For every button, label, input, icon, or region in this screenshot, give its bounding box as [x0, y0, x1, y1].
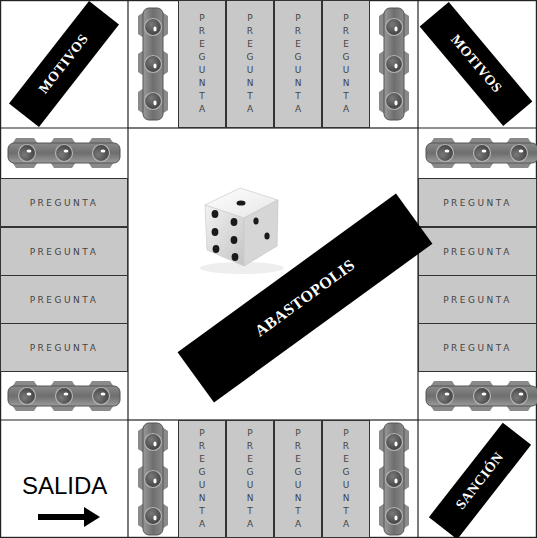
question-square: PREGUNTA	[226, 420, 274, 538]
question-square: PREGUNTA	[226, 0, 274, 128]
start-label: SALIDA	[22, 472, 107, 500]
black-banner: MOTIVOS	[9, 1, 119, 127]
question-square: PREGUNTA	[0, 227, 128, 276]
question-square: PREGUNTA	[418, 275, 537, 324]
black-banner: SANCIÓN	[429, 423, 531, 538]
question-square: PREGUNTA	[418, 323, 537, 372]
question-text: PREGUNTA	[294, 12, 303, 116]
question-text: PREGUNTA	[294, 427, 303, 531]
question-text: PREGUNTA	[246, 427, 255, 531]
question-text: PREGUNTA	[30, 295, 99, 305]
banner-text: SANCIÓN	[453, 449, 508, 512]
question-square: PREGUNTA	[0, 323, 128, 372]
question-text: PREGUNTA	[342, 427, 351, 531]
question-square: PREGUNTA	[418, 227, 537, 276]
start-arrow	[38, 507, 100, 527]
question-square: PREGUNTA	[322, 0, 370, 128]
question-text: PREGUNTA	[443, 198, 512, 208]
dice-illustration	[200, 188, 284, 274]
black-banner: MOTIVOS	[420, 2, 533, 126]
question-text: PREGUNTA	[198, 427, 207, 531]
question-text: PREGUNTA	[246, 12, 255, 116]
question-square: PREGUNTA	[0, 178, 128, 227]
banner-text: MOTIVOS	[36, 31, 92, 97]
question-square: PREGUNTA	[0, 275, 128, 324]
question-text: PREGUNTA	[443, 343, 512, 353]
question-square: PREGUNTA	[418, 178, 537, 227]
question-text: PREGUNTA	[30, 198, 99, 208]
question-text: PREGUNTA	[443, 295, 512, 305]
question-square: PREGUNTA	[322, 420, 370, 538]
question-square: PREGUNTA	[178, 420, 226, 538]
banner-text: MOTIVOS	[447, 32, 505, 97]
question-text: PREGUNTA	[30, 343, 99, 353]
question-text: PREGUNTA	[342, 12, 351, 116]
question-text: PREGUNTA	[30, 247, 99, 257]
question-square: PREGUNTA	[274, 0, 322, 128]
question-text: PREGUNTA	[198, 12, 207, 116]
question-square: PREGUNTA	[274, 420, 322, 538]
question-text: PREGUNTA	[443, 247, 512, 257]
question-square: PREGUNTA	[178, 0, 226, 128]
